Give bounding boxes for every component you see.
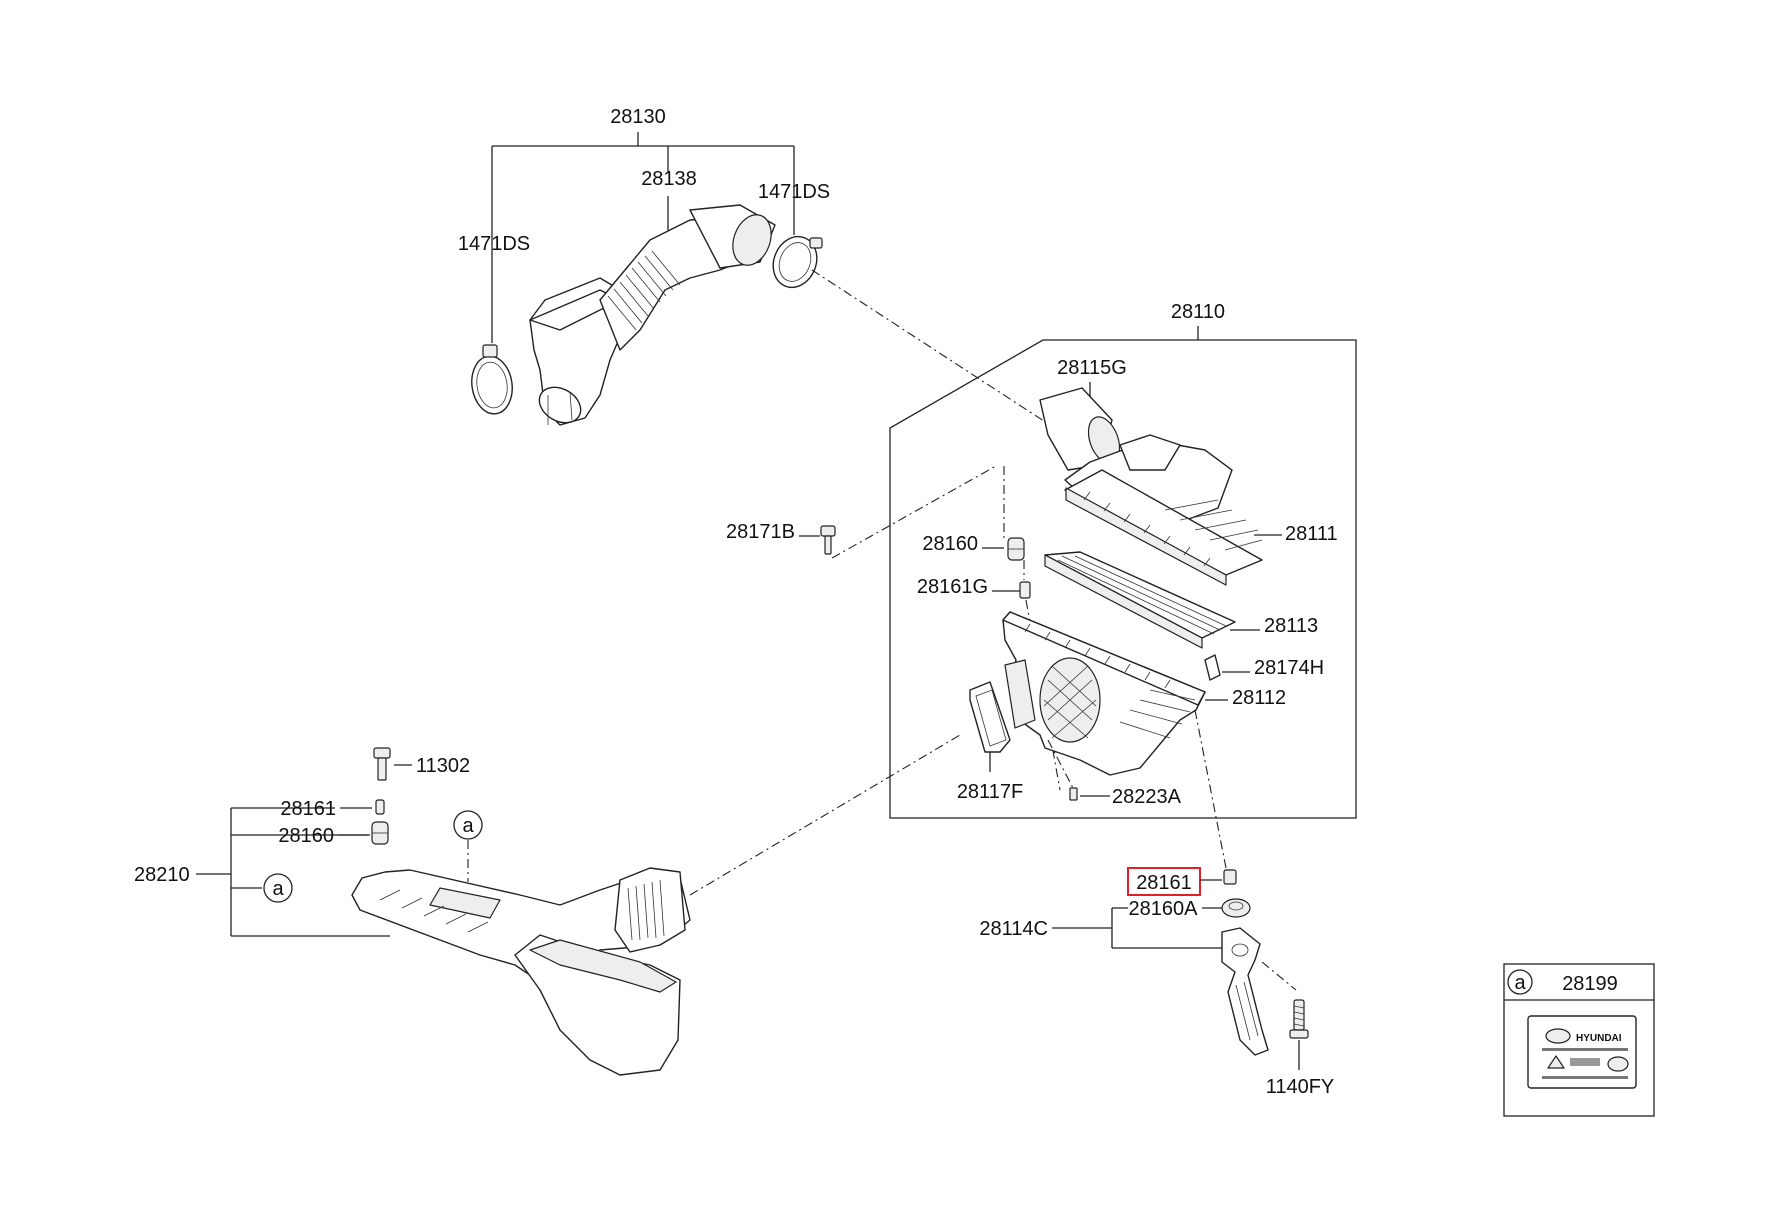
collar-28161g: [1019, 581, 1031, 599]
highlight-28161: [1127, 867, 1201, 896]
panel-28117f: [969, 681, 1011, 753]
label-1140fy[interactable]: 1140FY: [1266, 1076, 1335, 1098]
bolt-28171b-group: 28171B: [726, 465, 997, 559]
decal-line-2: [1542, 1076, 1628, 1079]
bolt-28171b: [820, 525, 836, 555]
decal-brand-text: HYUNDAI: [1576, 1033, 1622, 1044]
label-28160-left[interactable]: 28160: [278, 825, 334, 847]
label-28115g[interactable]: 28115G: [1057, 357, 1127, 379]
label-28174h[interactable]: 28174H: [1254, 657, 1324, 679]
decal-line-1: [1542, 1048, 1628, 1051]
leader-resonator-to-28117f: [689, 734, 961, 896]
decal-label: HYUNDAI: [1527, 1015, 1637, 1089]
ref-circle-a-left: [263, 873, 293, 903]
legend-ref-circle: [1507, 969, 1533, 995]
resonator-group-28210: 28210 28161 28160 a 11302 a: [134, 747, 691, 1076]
label-28161-left[interactable]: 28161: [280, 798, 336, 820]
label-28114c[interactable]: 28114C: [979, 918, 1048, 940]
leader-28171b-dash: [831, 465, 997, 559]
turtle-icon: [1607, 1056, 1629, 1072]
label-28210[interactable]: 28210: [134, 864, 190, 886]
label-28161-highlighted[interactable]: 28161: [1136, 872, 1192, 894]
label-28223a[interactable]: 28223A: [1112, 786, 1182, 808]
bracket-28210: [196, 807, 390, 937]
label-28117f[interactable]: 28117F: [957, 781, 1023, 803]
label-28199[interactable]: 28199: [1562, 973, 1618, 995]
hose-clamp-left: [471, 344, 513, 415]
filter-element-28113: [1044, 551, 1236, 649]
label-28130[interactable]: 28130: [610, 106, 666, 128]
bracket-group-28114c: 28161 28160A 28114C 1140FY: [979, 709, 1335, 1098]
assembly-outline-28110: [889, 339, 1357, 819]
warning-triangle-icon: [1547, 1055, 1565, 1069]
bracket-28114c: [1052, 907, 1230, 949]
leader-hose-to-28115g: [811, 269, 1051, 426]
bolt-11302: [373, 747, 391, 781]
grommet-28160-left: [371, 821, 389, 845]
hose-clamp-right: [772, 235, 823, 289]
bolt-1140fy: [1289, 999, 1309, 1039]
collar-28161-right: [1223, 869, 1237, 885]
ref-circle-a-top: [453, 810, 483, 840]
air-cleaner-group-28110: 28110 28115G 28111 28113 28: [889, 301, 1357, 819]
legend-28199: a 28199 HYUNDAI: [1503, 963, 1655, 1117]
label-28111[interactable]: 28111: [1285, 523, 1338, 545]
mounting-bracket: [1221, 927, 1269, 1056]
decal-block: [1570, 1058, 1600, 1066]
label-28138[interactable]: 28138: [641, 168, 697, 190]
label-28160a[interactable]: 28160A: [1129, 898, 1199, 920]
upper-cover-28111: [1064, 434, 1263, 586]
screw-28223a: [1069, 787, 1078, 801]
label-28113[interactable]: 28113: [1264, 615, 1318, 637]
label-28171b[interactable]: 28171B: [726, 521, 795, 543]
ref-a-left[interactable]: a: [272, 878, 284, 900]
lower-case-28112: [1002, 611, 1206, 776]
intake-hose: [529, 204, 776, 426]
resonator-duct: [351, 867, 691, 1076]
bracket-28130: [491, 132, 795, 343]
label-11302[interactable]: 11302: [416, 755, 470, 777]
hyundai-logo-icon: [1545, 1028, 1571, 1044]
legend-ref-a[interactable]: a: [1514, 972, 1526, 994]
clip-28174h: [1204, 654, 1221, 681]
label-28161g[interactable]: 28161G: [917, 576, 988, 598]
leader-28223a-dash: [1047, 739, 1074, 789]
legend-outline: [1503, 963, 1655, 1117]
grommet-28160-upper: [1007, 537, 1025, 561]
label-28110[interactable]: 28110: [1171, 301, 1225, 323]
label-28112[interactable]: 28112: [1232, 687, 1286, 709]
hose-group-28130: 28130 28138 1471DS 1471DS: [458, 106, 830, 426]
label-1471ds-left[interactable]: 1471DS: [458, 233, 530, 255]
leader-bracket-axis: [1194, 709, 1227, 869]
label-28160-upper[interactable]: 28160: [922, 533, 978, 555]
collar-28161-left: [375, 799, 385, 815]
leader-1140fy-dash: [1261, 961, 1297, 991]
grommet-28160a: [1221, 898, 1251, 918]
ref-a-top[interactable]: a: [462, 815, 474, 837]
